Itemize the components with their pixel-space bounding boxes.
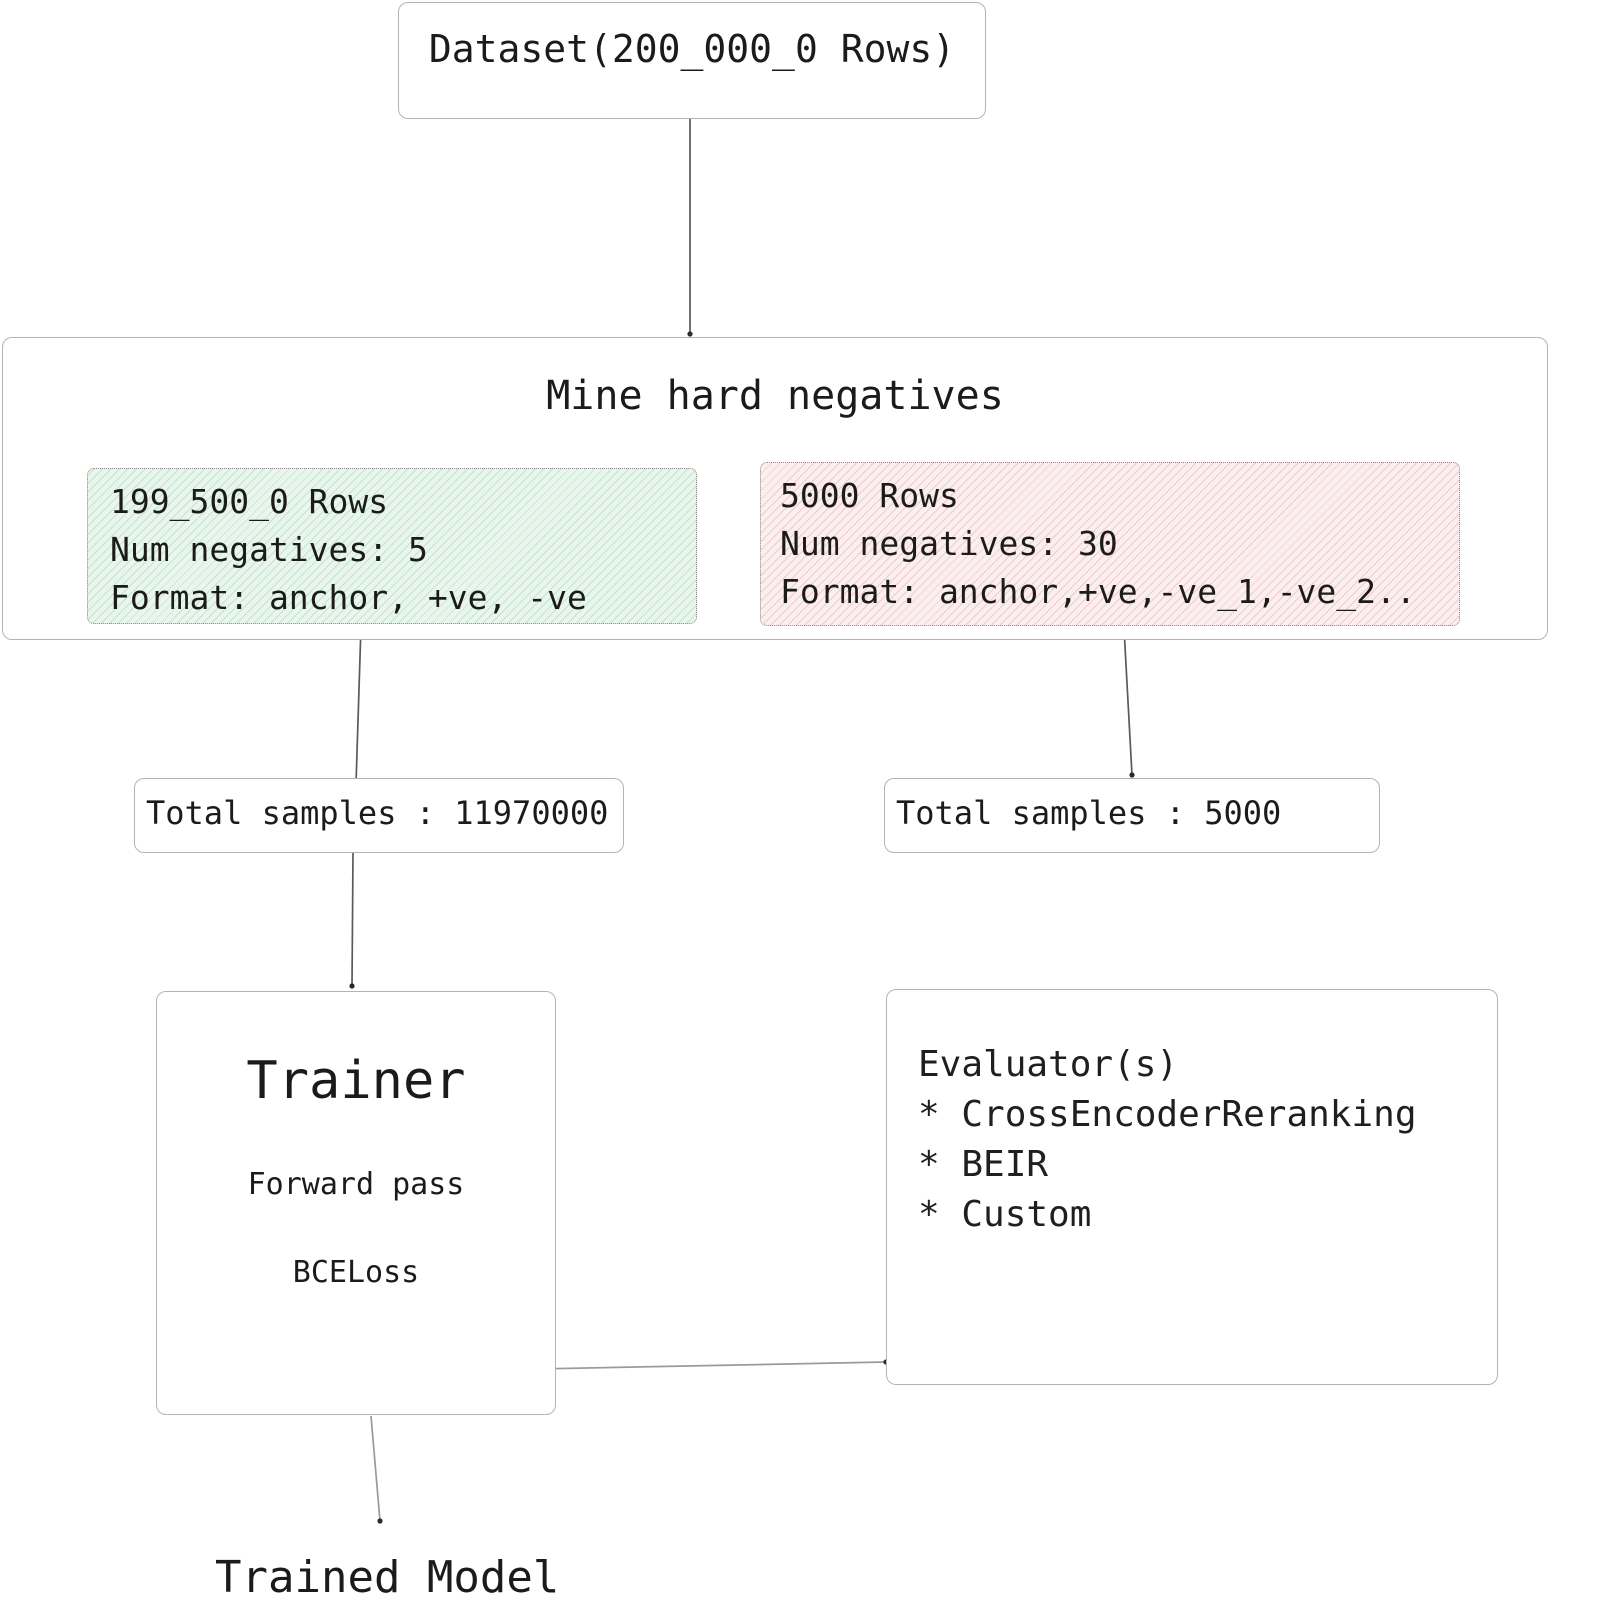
trainer-bceloss-label: BCELoss (292, 1255, 420, 1290)
eval-split-num-negatives: Num negatives: 30 (780, 524, 1118, 563)
train-split-text: 199_500_0 Rows Num negatives: 5 Format: … (110, 478, 587, 622)
train-split-rows: 199_500_0 Rows (110, 482, 389, 521)
train-split-num-negatives: Num negatives: 5 (110, 530, 428, 569)
edge-train-split-to-total-left (353, 625, 362, 787)
total-samples-right-label: Total samples : 5000 (896, 794, 1282, 832)
node-trainer[interactable] (156, 991, 556, 1415)
node-total-samples-right[interactable] (884, 778, 1380, 853)
edge-total-left-to-trainer (349, 852, 355, 989)
evaluator-item-beir: * BEIR (918, 1144, 1049, 1185)
trainer-forward-pass-label: Forward pass (247, 1167, 465, 1202)
trained-model-label: Trained Model (215, 1552, 560, 1603)
train-split-format: Format: anchor, +ve, -ve (110, 578, 587, 617)
edge-trainer-to-trained-model (370, 1415, 383, 1524)
evaluator-text-block: Evaluator(s) * CrossEncoderReranking * B… (918, 1040, 1417, 1240)
edge-dataset-to-mine (687, 119, 693, 337)
mine-hard-negatives-title: Mine hard negatives (546, 373, 1004, 419)
node-total-samples-left[interactable] (134, 778, 624, 853)
node-evaluator[interactable] (886, 989, 1498, 1385)
evaluator-title: Evaluator(s) (918, 1044, 1179, 1085)
train-split-box[interactable] (87, 468, 697, 624)
evaluator-item-custom: * Custom (918, 1194, 1092, 1235)
total-samples-left-label: Total samples : 11970000 (146, 794, 609, 832)
edge-eval-split-to-total-right (1123, 627, 1135, 778)
eval-split-text: 5000 Rows Num negatives: 30 Format: anch… (780, 472, 1416, 616)
evaluator-item-cross-encoder-reranking: * CrossEncoderReranking (918, 1094, 1417, 1135)
trainer-title: Trainer (246, 1051, 466, 1111)
dataset-label: Dataset(200_000_0 Rows) (428, 27, 956, 71)
eval-split-box[interactable] (760, 462, 1460, 626)
node-dataset[interactable] (398, 2, 986, 119)
eval-split-rows: 5000 Rows (780, 476, 959, 515)
eval-split-format: Format: anchor,+ve,-ve_1,-ve_2.. (780, 572, 1416, 611)
